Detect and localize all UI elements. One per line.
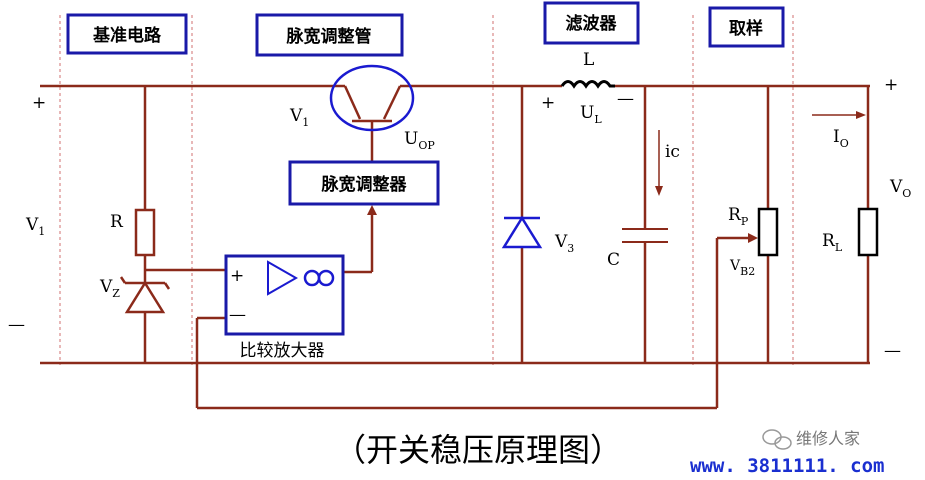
- capacitor-label: C: [607, 250, 620, 270]
- section-header-filter: 滤波器: [543, 1, 640, 45]
- ul-minus-label: —: [617, 89, 634, 109]
- site-url: www. 3811111. com: [690, 455, 884, 477]
- ul-label: UL: [580, 103, 602, 126]
- wires: [40, 84, 870, 410]
- r-label: R: [110, 212, 124, 232]
- transistor-v1: [343, 85, 402, 123]
- vo-label: VO: [889, 177, 911, 200]
- resistor-rl: [857, 207, 879, 257]
- inductor-label: L: [583, 50, 594, 70]
- section-header-sampling: 取样: [708, 6, 785, 48]
- comparator-block: + —: [224, 254, 345, 336]
- watermark-text: 维修人家: [796, 429, 860, 448]
- section-label-sampling: 取样: [729, 18, 763, 39]
- arrowheads: [367, 205, 758, 243]
- section-label-reference: 基准电路: [92, 25, 162, 46]
- vb2-label: VB2: [729, 258, 755, 278]
- comparator-plus-label: +: [230, 266, 244, 286]
- opamp-triangle-icon: [267, 260, 299, 296]
- inductor-l: [560, 80, 615, 89]
- wechat-icon: [762, 429, 792, 450]
- output-minus-label: —: [884, 341, 901, 361]
- resistor-rp: [757, 207, 779, 257]
- ic-label: ic: [665, 142, 680, 162]
- section-header-pwm-tube: 脉宽调整管: [255, 13, 404, 57]
- input-v1-label: V1: [25, 215, 45, 238]
- transistor-v1-label: V1: [289, 106, 309, 129]
- resistor-r: [134, 208, 156, 257]
- comparator-minus-label: —: [229, 305, 246, 325]
- section-label-filter: 滤波器: [566, 13, 618, 34]
- section-dividers: [59, 15, 794, 365]
- io-label: IO: [833, 127, 849, 150]
- ic-arrow: [655, 130, 663, 196]
- section-header-reference: 基准电路: [66, 13, 188, 55]
- ul-plus-label: +: [541, 93, 555, 113]
- rl-label: RL: [822, 231, 843, 254]
- uop-label: UOP: [404, 129, 435, 152]
- diagram-title: （开关稳压原理图）: [334, 431, 622, 469]
- capacitor-c: [622, 228, 668, 243]
- diode-v3: [501, 215, 543, 249]
- v3-label: V3: [554, 232, 574, 255]
- section-label-pwm-tube: 脉宽调整管: [286, 26, 372, 47]
- comparator-label: 比较放大器: [240, 341, 325, 361]
- infinity-icon-right: [317, 269, 335, 287]
- zener-diode-vz: [119, 276, 171, 314]
- rp-label: RP: [728, 205, 749, 228]
- watermark: 维修人家: [762, 429, 860, 450]
- io-arrow: [812, 111, 866, 119]
- pwm-regulator-block: 脉宽调整器: [288, 160, 440, 206]
- vz-label: VZ: [99, 277, 120, 300]
- output-plus-label: +: [884, 75, 898, 95]
- input-minus-label: —: [8, 315, 25, 335]
- pwm-regulator-label: 脉宽调整器: [321, 174, 408, 195]
- input-plus-label: +: [32, 93, 46, 113]
- transistor-v1-circle: [329, 64, 415, 132]
